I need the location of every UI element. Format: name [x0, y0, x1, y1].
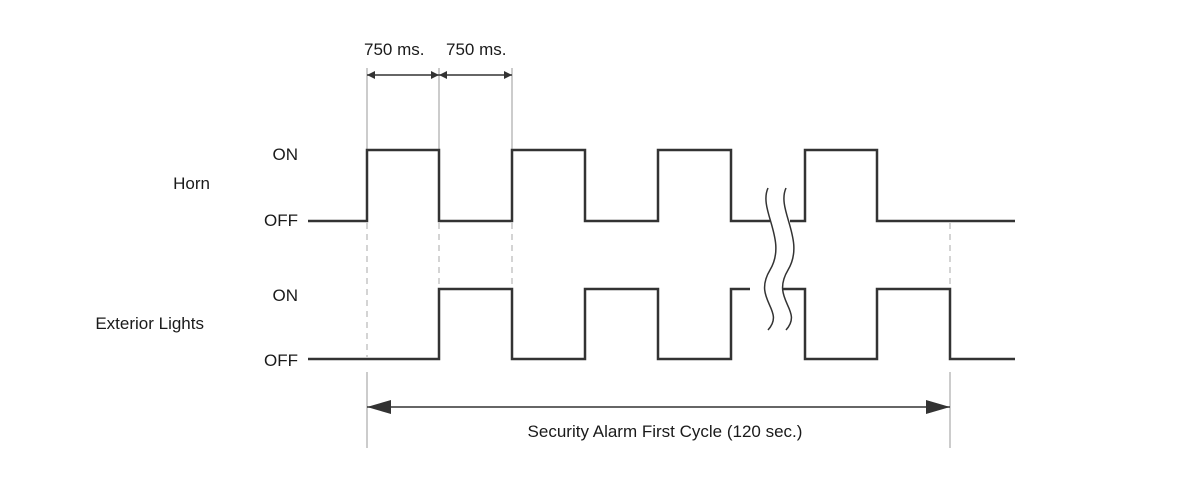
- exterior-lights-waveform: [308, 287, 1015, 361]
- break-curve-left: [763, 187, 777, 331]
- horn-off-label: OFF: [264, 211, 298, 230]
- timing-label-1: 750 ms.: [364, 40, 424, 59]
- exterior-lights-on-label: ON: [273, 286, 299, 305]
- cycle-label: Security Alarm First Cycle (120 sec.): [528, 422, 803, 441]
- horn-waveform: [308, 148, 1015, 223]
- horn-signal: Horn ON OFF: [173, 145, 1015, 230]
- time-break-mark: [763, 187, 795, 331]
- exterior-lights-signal: Exterior Lights ON OFF: [95, 286, 1015, 370]
- exterior-lights-off-label: OFF: [264, 351, 298, 370]
- timing-label-2: 750 ms.: [446, 40, 506, 59]
- exterior-lights-label: Exterior Lights: [95, 314, 204, 333]
- horn-label: Horn: [173, 174, 210, 193]
- timing-dimension: 750 ms. 750 ms.: [364, 40, 513, 150]
- break-curve-right: [781, 187, 795, 331]
- horn-on-label: ON: [273, 145, 299, 164]
- alignment-dashes: [366, 223, 951, 357]
- cycle-dimension: Security Alarm First Cycle (120 sec.): [366, 372, 951, 448]
